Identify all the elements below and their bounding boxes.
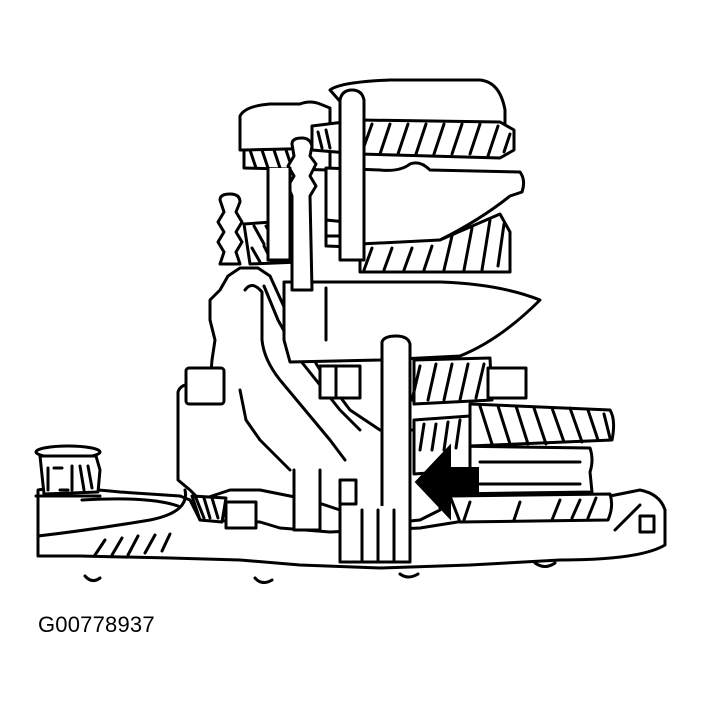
callout-arrow (414, 443, 479, 521)
shift-fork-lower (282, 280, 542, 364)
gear-top (238, 78, 516, 172)
transmission-case (36, 486, 667, 585)
transmission-diagram (34, 78, 667, 585)
small-gear-lower (190, 494, 258, 530)
gear-reverse (412, 402, 616, 524)
shift-rails (216, 88, 412, 564)
bearing-left (34, 444, 102, 498)
figure-id-label: G00778937 (38, 612, 155, 637)
gear-lower (318, 356, 528, 406)
